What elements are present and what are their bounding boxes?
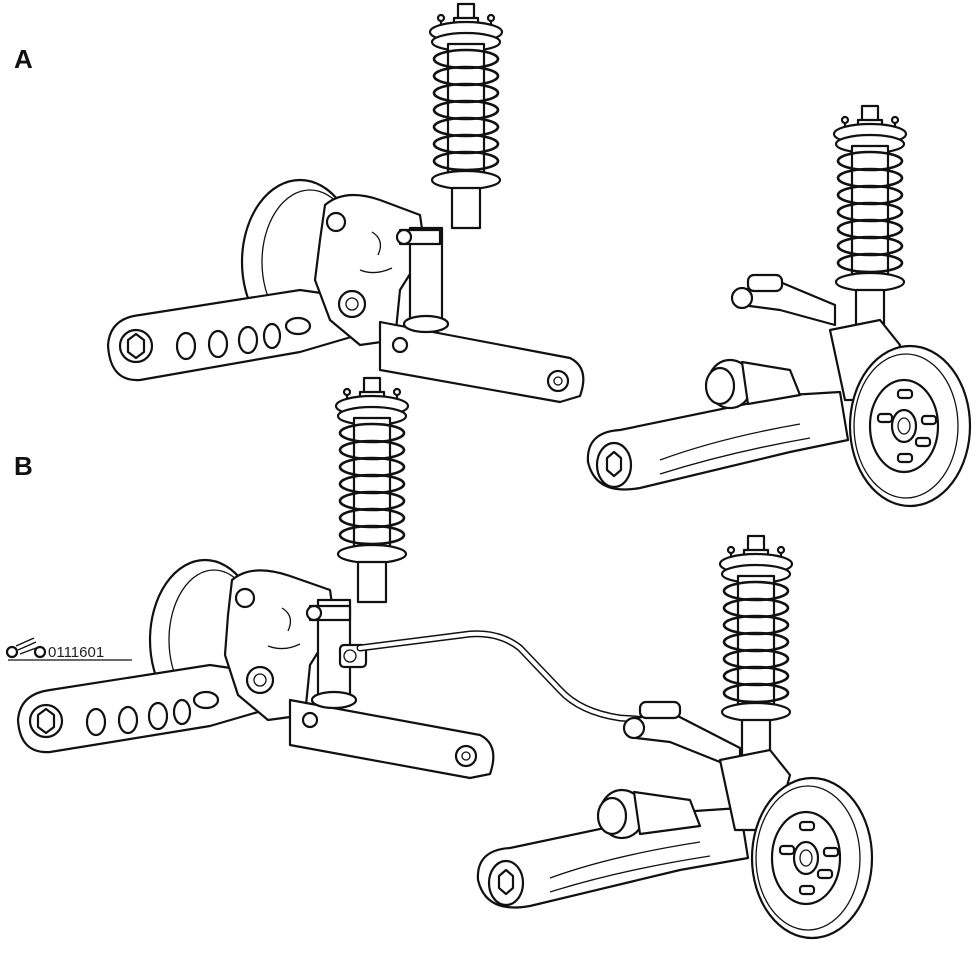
assembly-a-right [586,104,972,508]
assembly-b-right [476,534,874,940]
variant-a-label: A [14,44,33,74]
drawing-code-text: 0111601 [48,644,104,661]
drawing-code: 0111601 [5,637,132,661]
assembly-b-left [16,376,495,780]
assembly-a-left [106,2,585,404]
variant-b-label: B [14,451,33,481]
anti-roll-bar [356,630,654,724]
